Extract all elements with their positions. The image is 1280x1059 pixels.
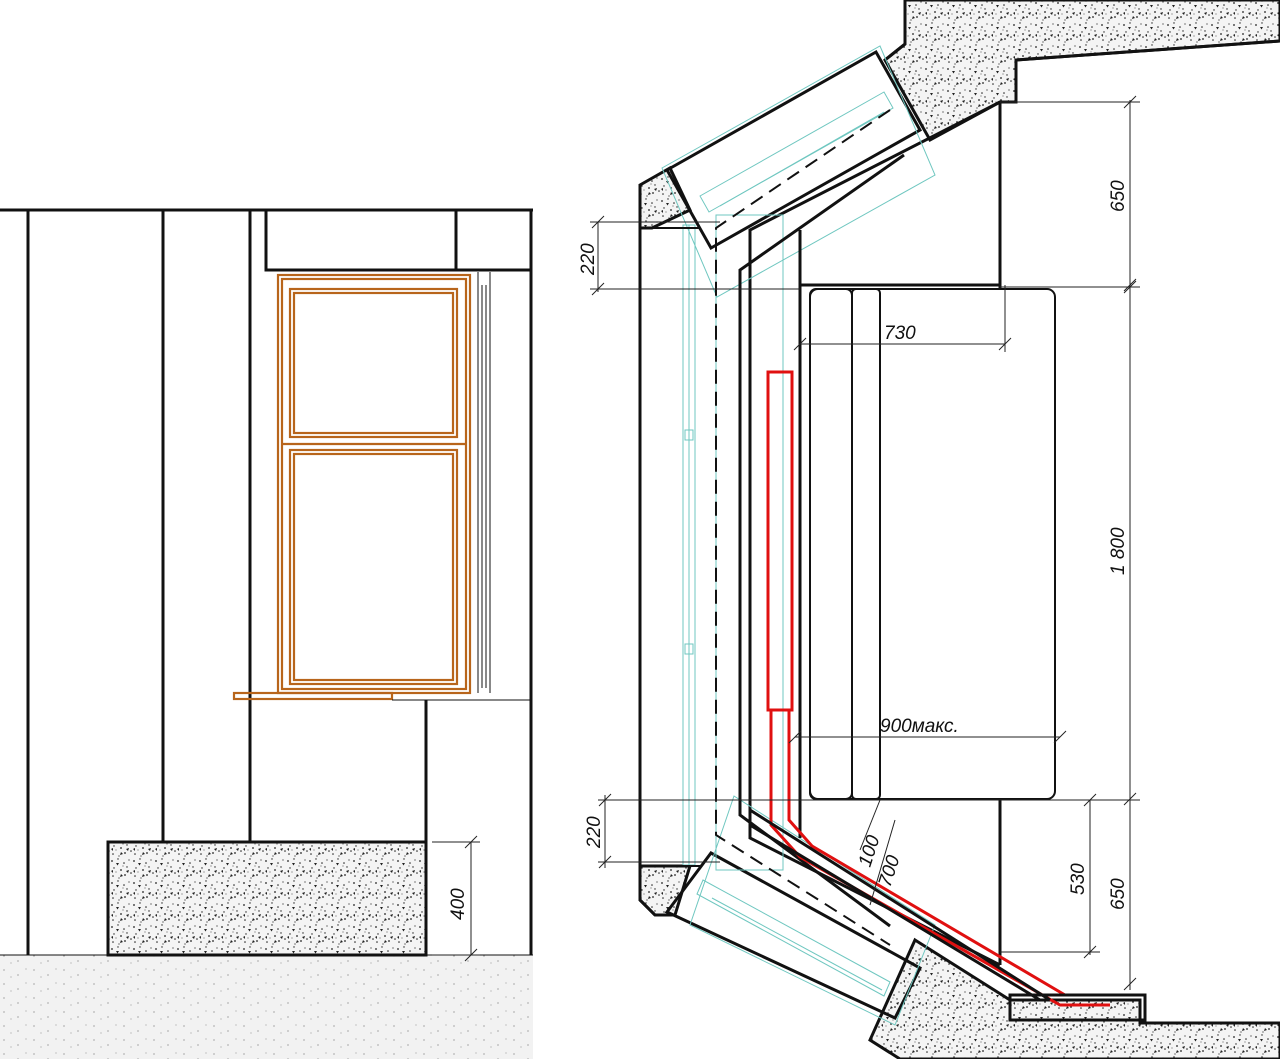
dim-530: 530 bbox=[1068, 863, 1089, 895]
plan-view: 220 650 730 1 800 900макс. 220 100 700 bbox=[578, 0, 1280, 1059]
window-elevation bbox=[232, 273, 472, 701]
floor-sill bbox=[1008, 993, 1147, 1022]
dim-220-bottom: 220 bbox=[584, 816, 605, 849]
dim-1800: 1 800 bbox=[1108, 527, 1129, 575]
dim-700: 700 bbox=[875, 852, 905, 889]
dim-730: 730 bbox=[884, 323, 916, 344]
bed-sofa bbox=[809, 288, 1056, 800]
elevation-view: 400 bbox=[0, 208, 533, 1059]
lintel-block-right bbox=[454, 208, 533, 272]
dim-900-max: 900макс. bbox=[880, 716, 959, 737]
dim-400: 400 bbox=[448, 888, 469, 920]
concrete-slab bbox=[106, 840, 428, 957]
dim-650-bottom: 650 bbox=[1108, 878, 1129, 910]
window-unit-top bbox=[664, 49, 923, 251]
dim-220-top: 220 bbox=[578, 243, 599, 276]
dim-650-top: 650 bbox=[1108, 180, 1129, 212]
radiator-pipe bbox=[766, 370, 1110, 1007]
floor-strip bbox=[0, 955, 533, 1059]
concrete-wall-bottom bbox=[868, 937, 1280, 1059]
window-unit-bottom bbox=[664, 851, 922, 1020]
lintel-block bbox=[264, 208, 458, 272]
concrete-wall-top bbox=[883, 0, 1280, 143]
